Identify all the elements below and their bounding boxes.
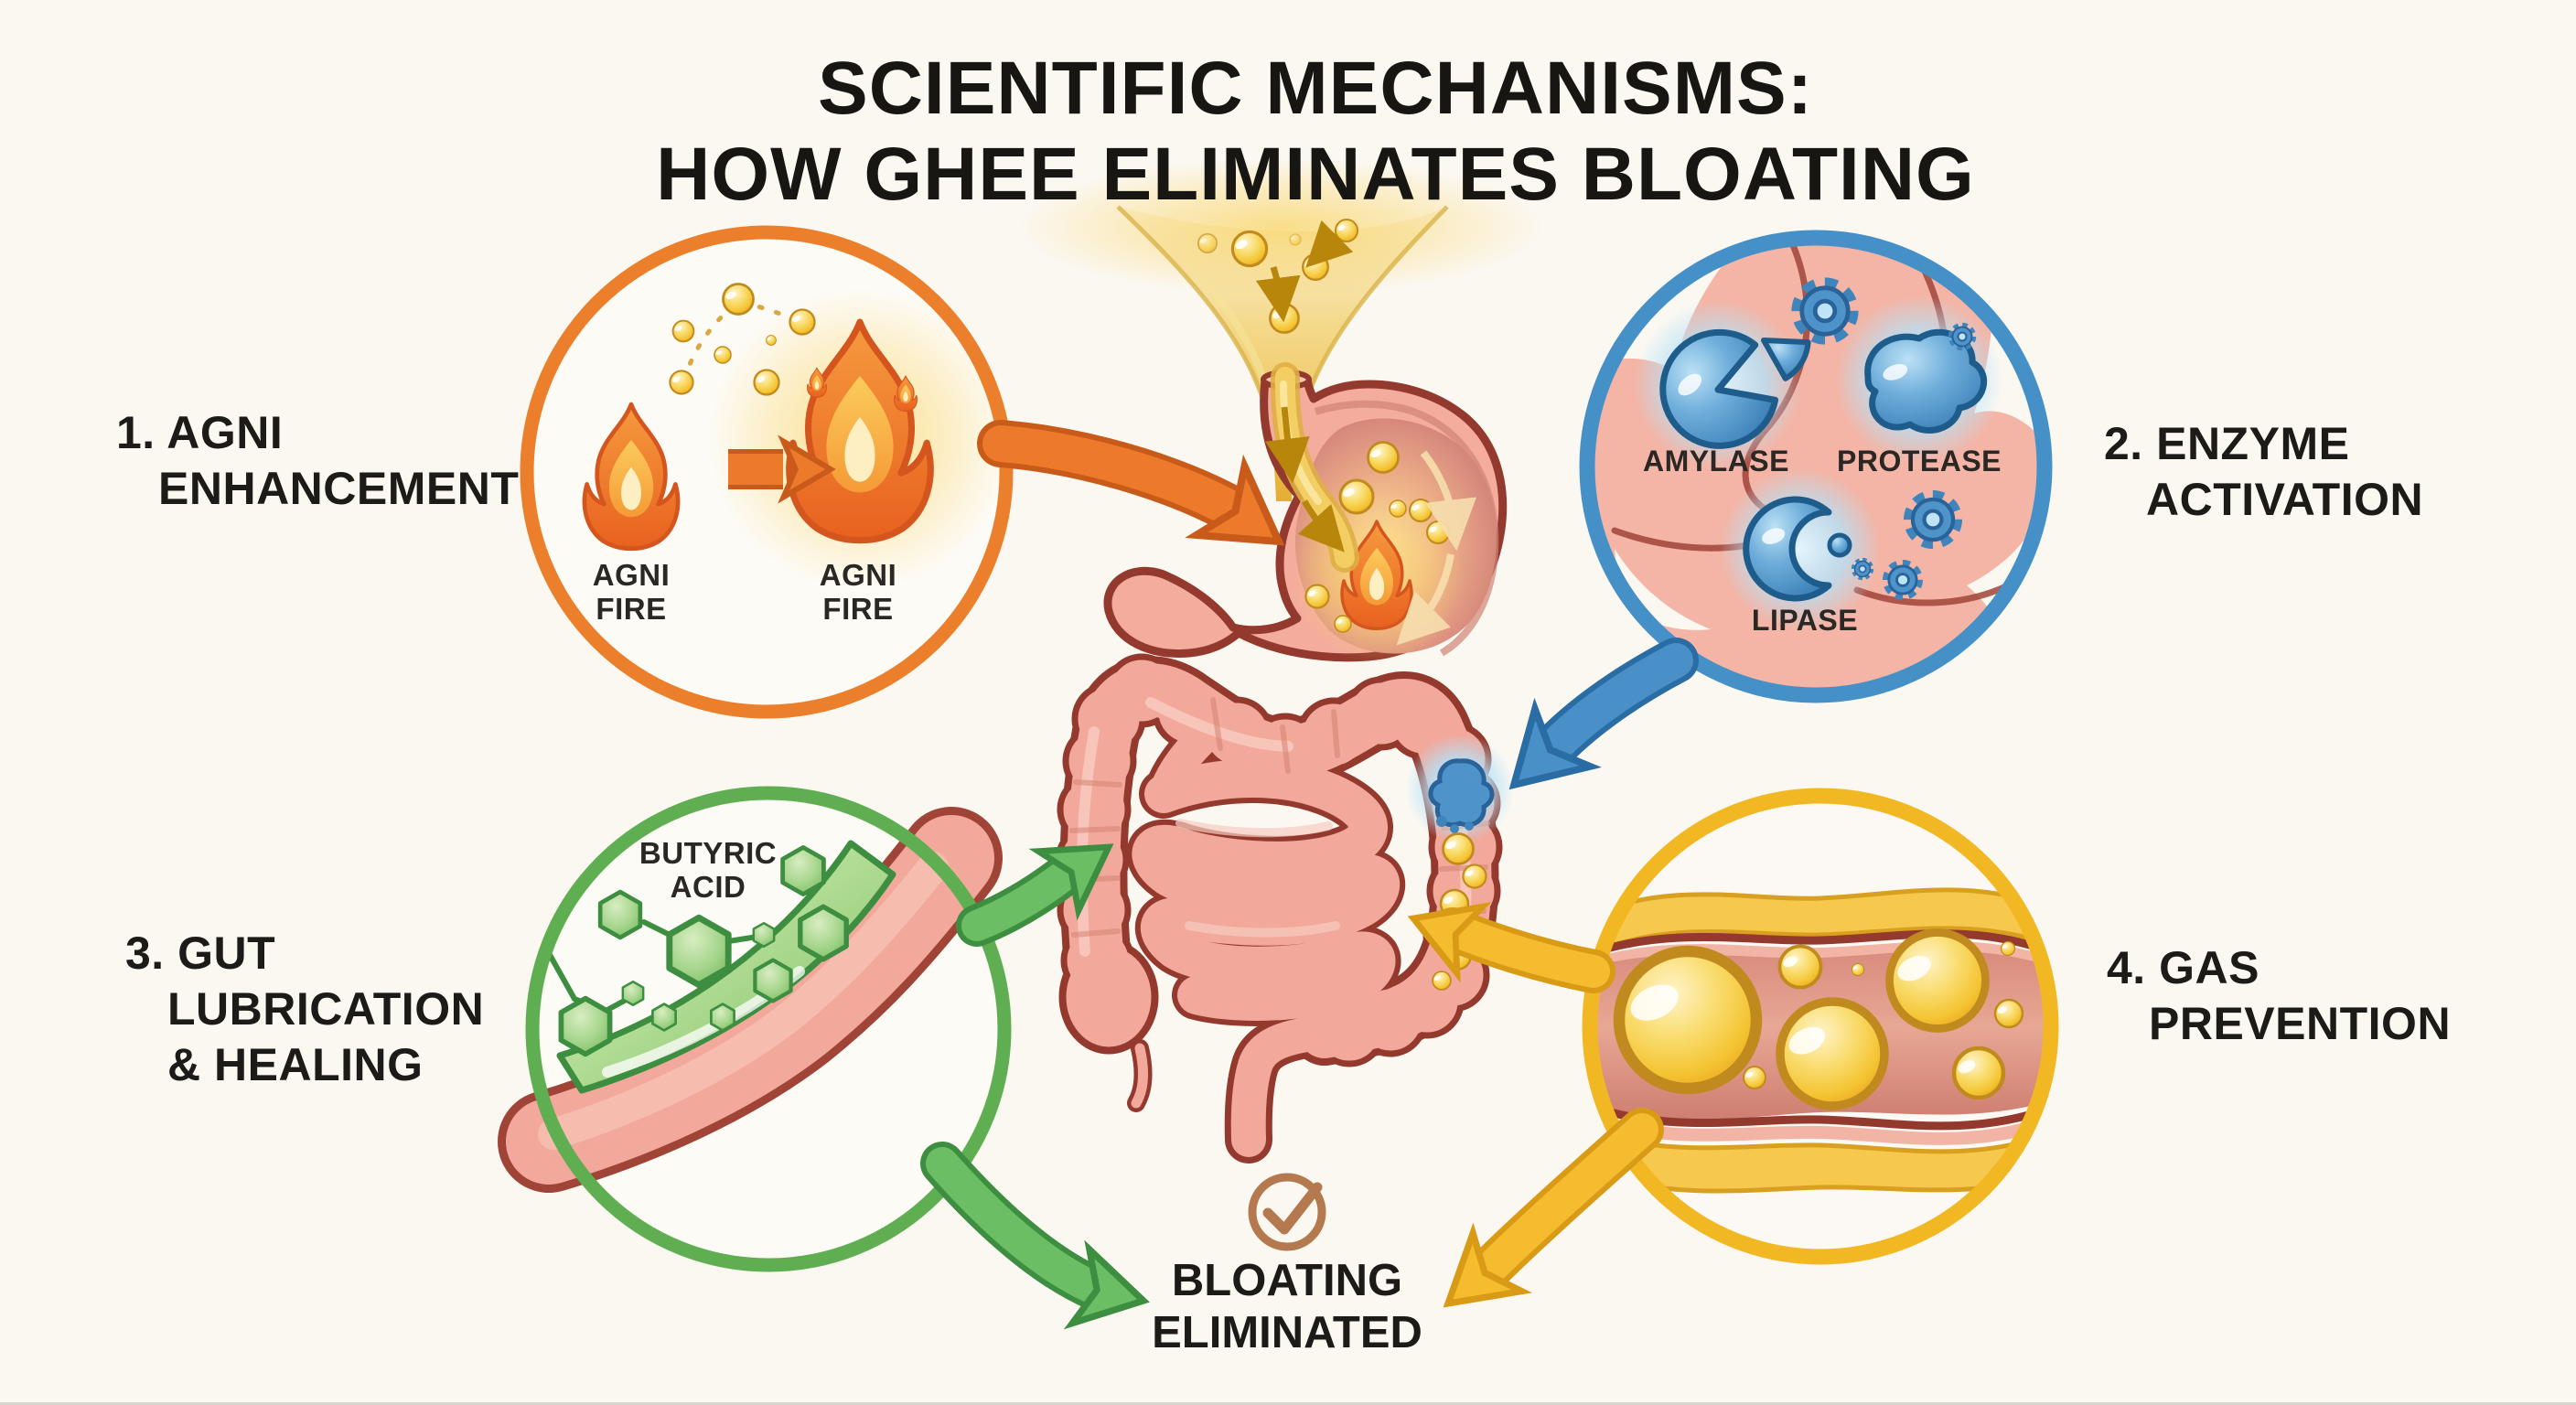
title-glow <box>1015 158 1546 295</box>
arrow-butyric-to-colon <box>956 818 1129 947</box>
mechanism-circle-gas <box>1582 788 2059 1265</box>
butyric-gel-layer <box>556 840 896 1094</box>
agni-increase-arrow-icon <box>728 442 831 498</box>
ghee-coating-top <box>1597 887 2044 957</box>
arrow-enzymes-to-colon <box>1487 638 1699 813</box>
mechanism-circle-enzymes <box>1579 230 2053 703</box>
amylase-wedge-icon <box>1761 338 1811 381</box>
ghee-coating-bottom <box>1597 1129 2044 1194</box>
result-label: BLOATING ELIMINATED <box>1152 1256 1422 1357</box>
enzyme-circle-ring <box>1579 230 2053 703</box>
intestines-illustration <box>1055 653 1515 1164</box>
enzyme-gear-icon <box>1798 284 1852 338</box>
page-title-line2: HOW GHEE ELIMINATES BLOATING <box>656 133 1975 216</box>
agni-circle-ring <box>520 225 1014 719</box>
page-title: SCIENTIFIC MECHANISMS: HOW GHEE ELIMINAT… <box>27 46 2576 218</box>
arrow-butyric-to-result <box>920 1142 1152 1337</box>
checkmark-icon <box>1248 1173 1326 1251</box>
caption-agni-fire-large: AGNI FIRE <box>819 558 897 626</box>
caption-agni-fire-small: AGNI FIRE <box>592 558 671 626</box>
label-gut-lubrication: 3. GUT LUBRICATION & HEALING <box>125 928 485 1090</box>
connector-arrows <box>920 420 1699 1337</box>
butyric-acid-molecules <box>546 847 823 1054</box>
page-title-line1: SCIENTIFIC MECHANISMS: <box>818 47 1813 130</box>
caption-amylase: AMYLASE <box>1643 445 1789 477</box>
label-agni-enhancement: 1. AGNI ENHANCEMENT <box>116 407 520 514</box>
bottom-edge-line <box>0 1402 2576 1405</box>
stomach-illustration <box>1103 362 1508 663</box>
mechanism-circle-butyric <box>498 786 1012 1272</box>
butyric-circle-ring <box>525 786 1012 1272</box>
mechanism-circle-agni <box>520 225 1014 719</box>
gas-circle-ring <box>1582 788 2059 1265</box>
agni-ghee-droplets <box>669 283 816 396</box>
ghee-gas-bubbles <box>1619 933 2024 1107</box>
caption-butyric-acid: BUTYRIC ACID <box>639 836 778 904</box>
caption-lipase: LIPASE <box>1751 604 1859 637</box>
colon-enzyme-glow <box>1405 734 1515 843</box>
label-gas-prevention: 4. GAS PREVENTION <box>2107 942 2452 1049</box>
arrow-gas-to-result <box>1423 1108 1664 1333</box>
lipase-enzyme-icon <box>1743 496 1852 602</box>
caption-protease: PROTEASE <box>1836 445 2002 477</box>
protease-enzyme-icon <box>1864 328 1988 434</box>
amylase-enzyme-icon <box>1659 328 1779 449</box>
arrow-agni-to-stomach <box>977 420 1303 576</box>
arrow-gas-to-colon <box>1401 885 1615 993</box>
gut-lining-tube <box>498 807 1003 1193</box>
label-enzyme-activation: 2. ENZYME ACTIVATION <box>2104 418 2424 525</box>
